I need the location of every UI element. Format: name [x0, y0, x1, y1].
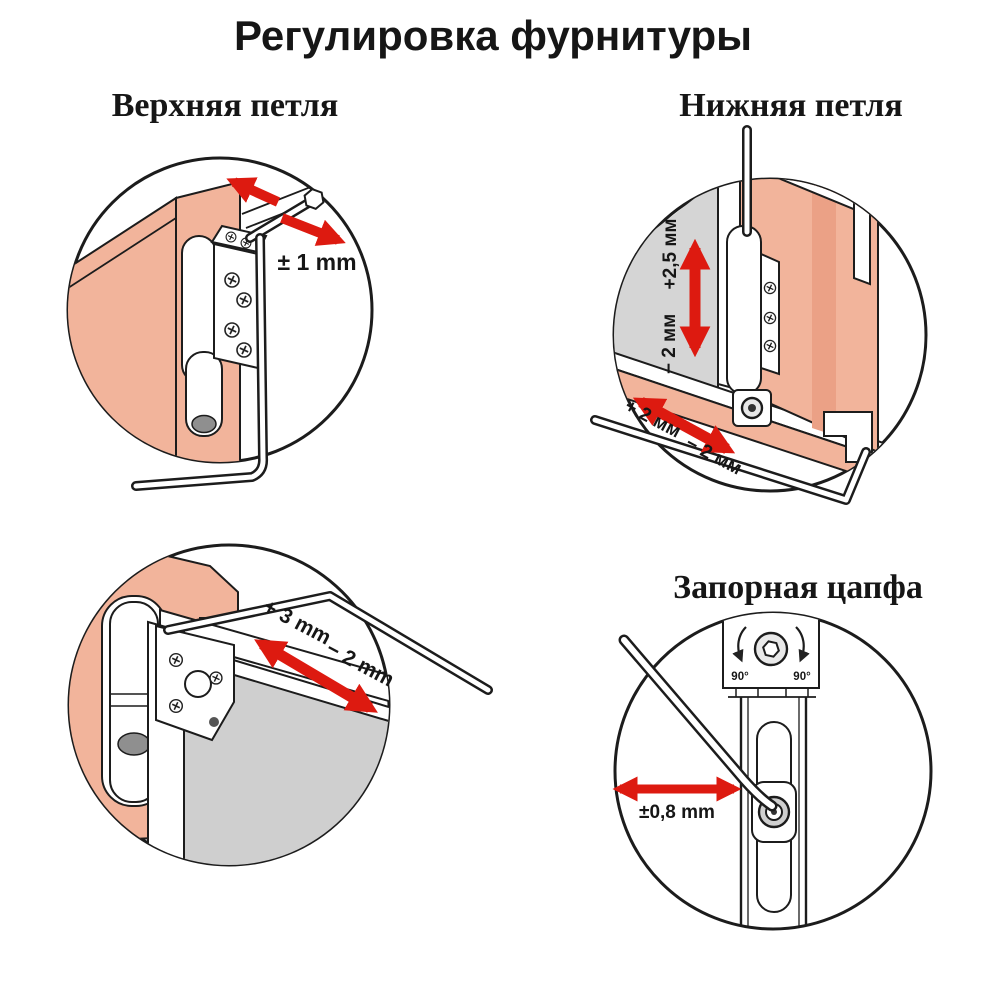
vertical-up-label: +2,5 мм [660, 219, 681, 290]
screw-icon [224, 272, 240, 288]
locking-cam-drawing: 90° 90° [722, 613, 820, 929]
top-hinge-illustration: ± 1 mm [66, 156, 374, 491]
screw-icon [236, 292, 252, 308]
hex-key-head [303, 188, 325, 210]
screw-icon [763, 339, 777, 353]
screw-icon [763, 281, 777, 295]
adjust-arrow-diagonal [254, 639, 378, 713]
screw-icon [236, 342, 252, 358]
adjust-arrow-horizontal [632, 397, 736, 454]
hinge-barrel [726, 225, 762, 395]
screw-icon [168, 652, 184, 668]
corner-hinge-illustration: + 3 mm − 2 mm [67, 543, 493, 867]
hinge-barrel [185, 351, 223, 437]
top-hinge-adjustment-label: ± 1 mm [277, 249, 356, 275]
screw-icon [225, 231, 237, 243]
rotate-arrow-left [732, 626, 747, 663]
barrel-hole [117, 732, 151, 756]
bracket-cutout [184, 670, 212, 698]
hinge-pin [209, 717, 219, 727]
sash-shadow-strip [812, 179, 836, 436]
socket-hole [748, 404, 756, 412]
locking-cam-heading: Запорная цапфа [673, 569, 923, 606]
screw-icon [763, 311, 777, 325]
allen-key-icon [618, 634, 778, 812]
screw-icon [209, 671, 223, 685]
hinge-top-flap [210, 224, 268, 254]
rotate-arrow-right [795, 626, 810, 663]
frame-corner-piece [823, 411, 873, 463]
frame-side-face [68, 196, 177, 462]
adjust-arrow-up-left [226, 177, 281, 207]
allen-key-icon [131, 188, 325, 491]
screw-icon [224, 322, 240, 338]
rotate-right-label: 90° [793, 671, 811, 683]
bottom-hinge-illustration: +2,5 мм − 2 мм + 2 мм − 2 мм [590, 125, 928, 505]
locking-cam-illustration: 90° 90° ±0,8 mm [612, 611, 933, 931]
lateral-adjustment-label: ±0,8 mm [639, 802, 715, 823]
barrel-hole [191, 414, 217, 434]
rotate-left-label: 90° [731, 671, 749, 683]
bottom-hinge-heading: Нижняя петля [679, 87, 903, 124]
adjust-arrow-down-right [280, 213, 346, 246]
top-hinge-heading: Верхняя петля [112, 87, 339, 124]
allen-key-icon [163, 591, 493, 695]
page-title: Регулировка фурнитуры [234, 12, 752, 59]
hinge-bracket [155, 624, 235, 742]
screw-icon [168, 698, 184, 714]
vertical-down-label: − 2 мм [659, 314, 680, 374]
hex-socket [762, 640, 780, 658]
